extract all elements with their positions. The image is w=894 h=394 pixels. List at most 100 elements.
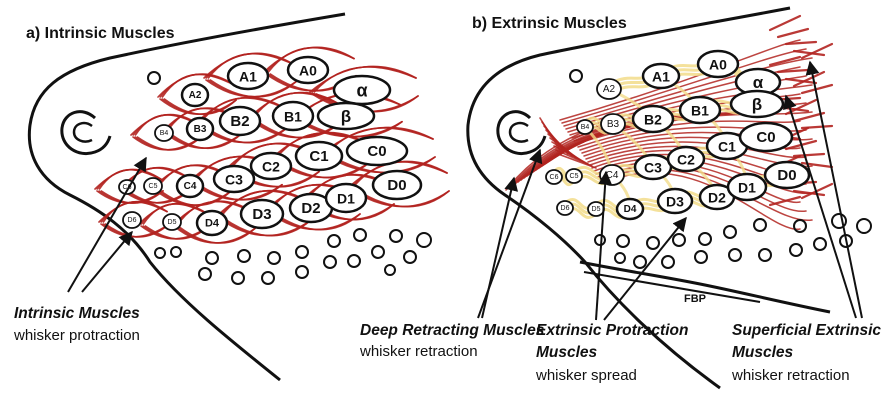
pad-a-dot [385, 265, 395, 275]
pad-a-dot [417, 233, 431, 247]
whisker-label: C3 [225, 172, 243, 188]
whisker-label: D6 [561, 205, 570, 212]
whisker-label: C2 [677, 152, 695, 168]
pad-b-dot [634, 256, 646, 268]
a-whisker-c2: C2 [251, 153, 291, 179]
panel-a-title: a) Intrinsic Muscles [26, 25, 175, 42]
superficial-fiber [802, 44, 832, 58]
whisker-label: D5 [168, 219, 177, 226]
whisker-label: D1 [738, 180, 756, 196]
pad-a-dot [390, 230, 402, 242]
whisker-label: β [752, 95, 762, 114]
pad-a-dot [348, 255, 360, 267]
b-whisker-c6: C6 [546, 170, 562, 184]
superficial-caption-line1: Superficial Extrinsic [732, 322, 881, 339]
whisker-label: D2 [301, 200, 320, 217]
b-whisker-b3: B3 [601, 114, 625, 134]
protraction-caption-line1: Extrinsic Protraction [536, 322, 688, 339]
whisker-label: D3 [666, 194, 684, 210]
pad-a-dot [199, 268, 211, 280]
whisker-label: D3 [252, 206, 271, 223]
b-whisker-c4: C4 [600, 165, 624, 185]
a-whisker-d5: D5 [163, 214, 181, 230]
whisker-label: C1 [309, 148, 328, 165]
panel-b-title: b) Extrinsic Muscles [472, 15, 627, 32]
pad-a-dot [296, 246, 308, 258]
a-whisker-a0: A0 [288, 57, 328, 83]
a-whisker-b4: B4 [155, 125, 173, 141]
pad-b-dot [857, 219, 871, 233]
whisker-label: B2 [230, 113, 249, 130]
whisker-label: β [341, 107, 351, 126]
whisker-label: D2 [708, 190, 726, 206]
b-whisker-d5: D5 [588, 202, 604, 216]
a-whisker-c1: C1 [296, 142, 342, 170]
pad-b-dot [617, 235, 629, 247]
pad-b-dot [595, 235, 605, 245]
whisker-label: A2 [603, 84, 616, 95]
whisker-label: C1 [718, 139, 736, 155]
pad-a-dot [232, 272, 244, 284]
b-whisker-d6: D6 [557, 201, 573, 215]
whisker-label: C4 [606, 170, 619, 181]
whisker-label: A0 [709, 57, 727, 73]
b-whisker-b2: B2 [633, 106, 673, 132]
superficial-fiber [770, 197, 800, 205]
whisker-label: α [753, 73, 764, 92]
pad-a-dot [171, 247, 181, 257]
a-whisker-c3: C3 [214, 166, 254, 192]
b-whisker-d3: D3 [658, 189, 692, 213]
a-whisker-c4: C4 [177, 175, 203, 197]
whisker-label: A2 [189, 90, 202, 101]
superficial-function-caption: whisker retraction [731, 367, 850, 384]
pad-b-dot [729, 249, 741, 261]
b-whisker-d4: D4 [617, 199, 643, 219]
superficial-arrow-2 [786, 96, 856, 318]
a-whisker-d1: D1 [326, 184, 366, 212]
deep-muscles-caption: Deep Retracting Muscles [360, 322, 545, 339]
a-whisker-b1: B1 [273, 102, 313, 130]
whisker-label: C5 [570, 173, 579, 180]
b-whisker-b4: B4 [577, 120, 593, 134]
whisker-label: C2 [262, 159, 280, 175]
superficial-fiber [778, 29, 808, 37]
pad-b-dot [647, 237, 659, 249]
pad-a-dot [206, 252, 218, 264]
whisker-label: B3 [607, 119, 620, 130]
pad-b-dot [570, 70, 582, 82]
whisker-label: B2 [644, 112, 662, 128]
pad-b-dot [754, 219, 766, 231]
whisker-label: D4 [624, 204, 637, 215]
whisker-label: B3 [194, 124, 207, 135]
whisker-label: D4 [205, 218, 220, 230]
intrinsic-muscles-caption: Intrinsic Muscles [14, 305, 140, 322]
intrinsic-function-caption: whisker protraction [13, 327, 140, 344]
b-whisker-d1: D1 [728, 174, 766, 200]
pad-a-dot [354, 229, 366, 241]
protraction-arrow-1 [596, 172, 606, 320]
a-whisker-alpha: α [334, 76, 390, 104]
pad-a-dot [155, 248, 165, 258]
superficial-fiber [794, 72, 824, 86]
protraction-caption-line2: Muscles [536, 344, 598, 361]
pad-b-dot [794, 220, 806, 232]
fbp-label: FBP [684, 293, 706, 305]
whisker-label: B1 [691, 103, 709, 119]
pad-a-dot [328, 235, 340, 247]
b-whisker-d0: D0 [765, 162, 809, 188]
nostril-a [62, 112, 110, 154]
whisker-label: B1 [284, 109, 302, 125]
pad-b-dot [695, 251, 707, 263]
pad-a-dot [404, 251, 416, 263]
whisker-label: D0 [777, 167, 796, 184]
a-whisker-d4: D4 [197, 211, 227, 235]
pad-a-dot [148, 72, 160, 84]
pad-a-dot [238, 250, 250, 262]
pad-b-dot [790, 244, 802, 256]
superficial-fiber [794, 113, 824, 121]
deep-arrow-2 [482, 178, 514, 318]
whisker-label: C6 [550, 174, 559, 181]
protraction-function-caption: whisker spread [535, 367, 637, 384]
whisker-label: A0 [299, 63, 317, 79]
